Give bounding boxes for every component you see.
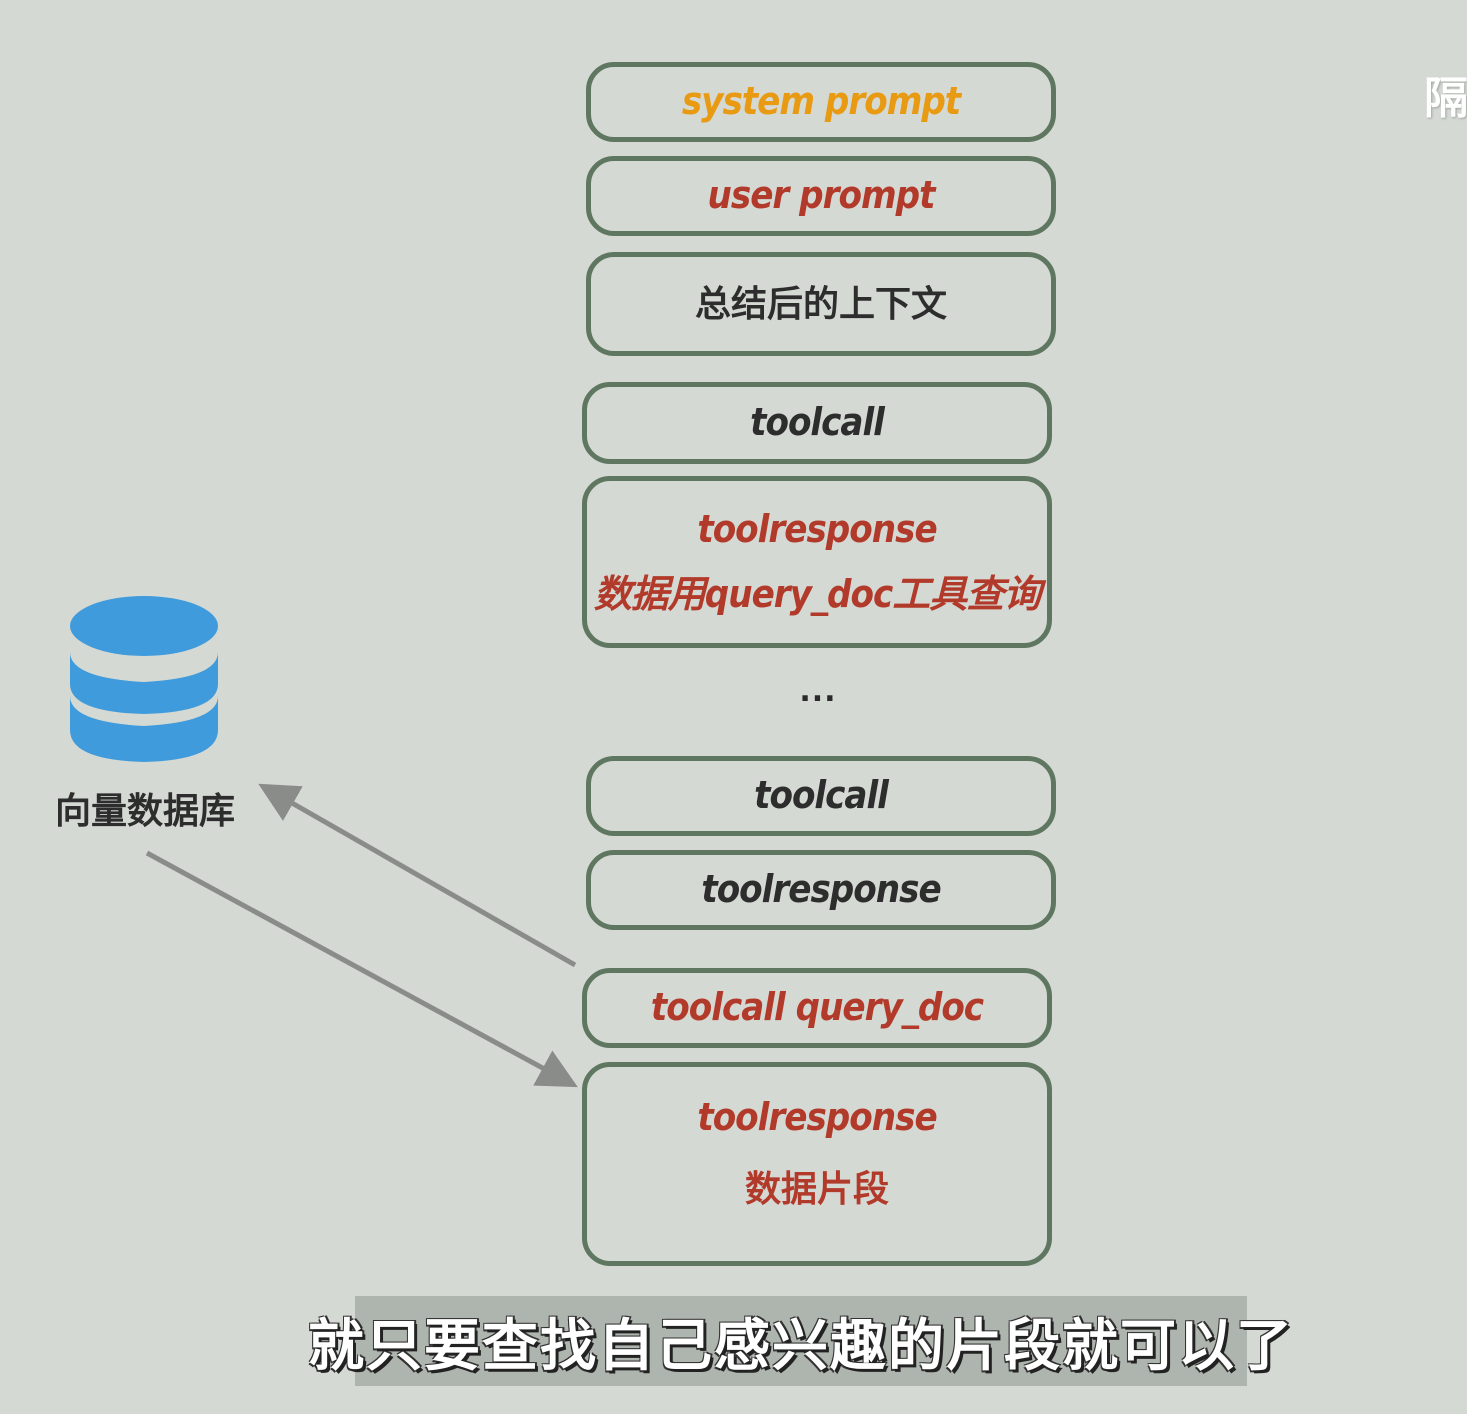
box-toolcall-1: toolcall: [582, 382, 1052, 464]
arrow-query-to-db: [258, 783, 577, 968]
subtitle-text: 就只要查找自己感兴趣的片段就可以了: [308, 1313, 1294, 1379]
database-top-disk: [70, 596, 218, 656]
database-layer-1: [70, 652, 218, 714]
ellipsis: ...: [799, 674, 837, 709]
toolresponse-3-label: toolresponse: [697, 1094, 937, 1139]
subtitle-bar: 就只要查找自己感兴趣的片段就可以了: [308, 1296, 1292, 1386]
toolcall-1-label: toolcall: [750, 400, 885, 445]
database-label: 向量数据库: [54, 791, 235, 832]
user-prompt-label: user prompt: [707, 173, 936, 218]
box-toolresponse-2: toolresponse: [586, 850, 1056, 930]
box-user-prompt: user prompt: [586, 156, 1056, 236]
toolresponse-2-label: toolresponse: [701, 867, 941, 912]
toolresponse-1-note: 数据用query_doc工具查询: [593, 572, 1041, 616]
system-prompt-label: system prompt: [681, 79, 961, 124]
box-system-prompt: system prompt: [586, 62, 1056, 142]
corner-watermark-text: 隔: [1424, 73, 1467, 124]
corner-watermark: 隔: [1424, 72, 1467, 126]
summary-context-label: 总结后的上下文: [694, 283, 947, 325]
box-toolresponse-1: toolresponse 数据用query_doc工具查询: [582, 476, 1052, 648]
toolcall-query-doc-label: toolcall query_doc: [650, 985, 984, 1030]
box-toolresponse-3: toolresponse 数据片段: [582, 1062, 1052, 1266]
database-icon: [70, 596, 218, 762]
box-toolcall-query-doc: toolcall query_doc: [582, 968, 1052, 1048]
arrow-db-to-response: [145, 850, 578, 1088]
database-layer-2: [70, 696, 218, 762]
box-summary-context: 总结后的上下文: [586, 252, 1056, 356]
box-toolcall-2: toolcall: [586, 756, 1056, 836]
toolresponse-3-note: 数据片段: [744, 1169, 889, 1211]
toolresponse-1-label: toolresponse: [697, 506, 937, 551]
toolcall-2-label: toolcall: [754, 773, 889, 818]
